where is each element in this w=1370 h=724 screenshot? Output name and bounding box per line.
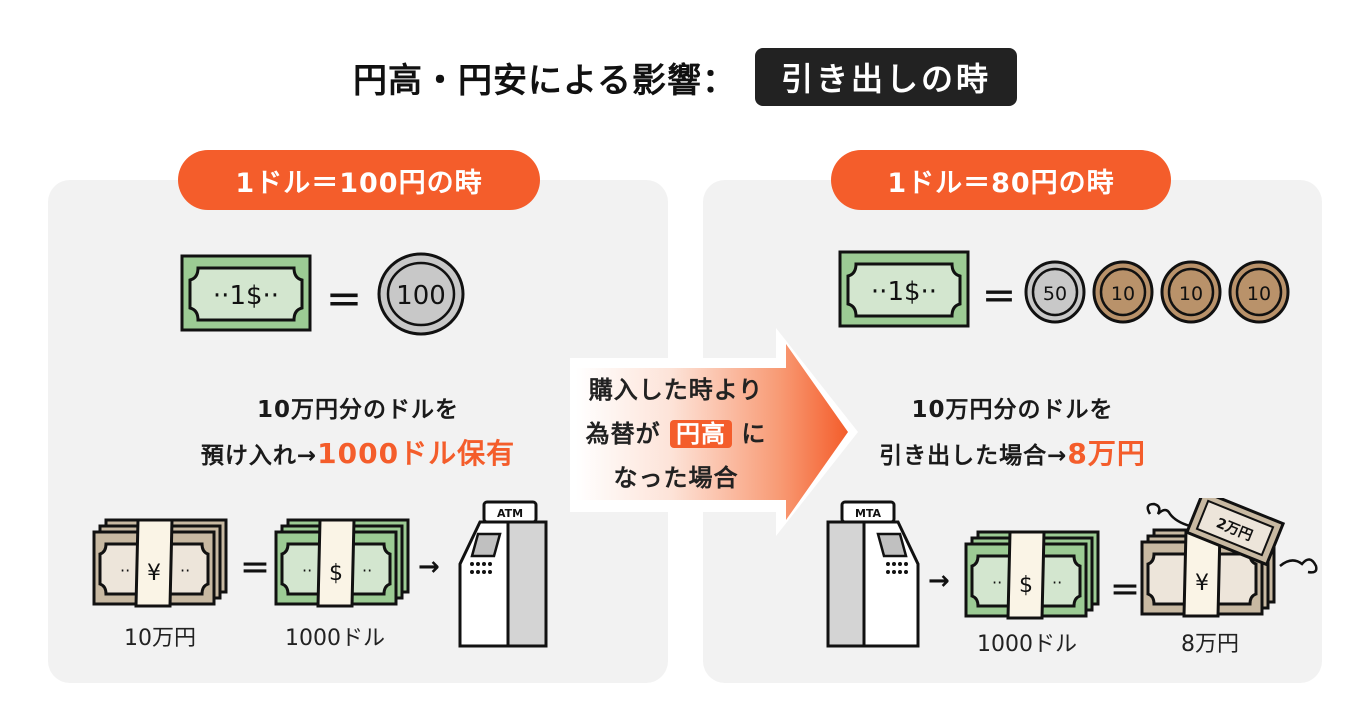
svg-text:¥: ¥ (1195, 571, 1209, 596)
svg-text:50: 50 (1043, 283, 1067, 305)
svg-text:10: 10 (1111, 283, 1135, 305)
deposit-desc-line1: 10万円分のドルを (256, 397, 459, 423)
dollar-stack-icon: $ ·· ·· (274, 518, 410, 608)
holding-amount-highlight: 1000ドル保有 (317, 437, 516, 470)
flow-arrow: → (928, 566, 950, 596)
svg-text:$: $ (1019, 573, 1033, 598)
arrow-caption-line3: なった場合 (613, 464, 739, 492)
dollar-stack-caption: 1000ドル (977, 632, 1077, 657)
svg-text:$: $ (329, 561, 343, 586)
svg-text:··: ·· (120, 561, 130, 580)
coin-10-icon: 10 (1092, 260, 1154, 324)
withdraw-description: 10万円分のドルを 引き出した場合→8万円 (703, 388, 1322, 478)
svg-text:¥: ¥ (147, 561, 161, 586)
title-row: 円高・円安による影響： 引き出しの時 (0, 48, 1370, 106)
dollar-stack-caption: 1000ドル (285, 626, 385, 651)
deposit-desc-prefix: 預け入れ→ (200, 443, 318, 469)
flow-equals-sign: ＝ (240, 552, 270, 587)
withdraw-desc-prefix: 引き出した場合→ (879, 443, 1068, 469)
svg-text:MTA: MTA (855, 507, 882, 520)
atm-mirrored-icon: MTA (826, 500, 920, 648)
atm-icon: ATM (458, 500, 548, 648)
withdraw-desc-line1: 10万円分のドルを (911, 397, 1114, 423)
flow-arrow: → (418, 552, 440, 582)
svg-text:··1$··: ··1$·· (871, 277, 937, 307)
svg-text:··: ·· (362, 561, 372, 580)
svg-text:··: ·· (992, 573, 1002, 592)
header-pill-100yen: 1ドル＝100円の時 (178, 150, 540, 210)
yen-appreciation-tag: 円高 (670, 420, 732, 448)
arrow-caption: 購入した時より 為替が 円高 に なった場合 (566, 368, 786, 500)
withdraw-desc-line2: 引き出した場合→8万円 (703, 432, 1322, 478)
svg-text:··: ·· (302, 561, 312, 580)
coin-10-icon: 10 (1160, 260, 1222, 324)
yen-stack-caption: 10万円 (124, 626, 196, 651)
arrow-caption-suffix: に (741, 420, 767, 448)
svg-text:··: ·· (1052, 573, 1062, 592)
title-tag: 引き出しの時 (754, 48, 1017, 106)
coin-10-icon: 10 (1228, 260, 1290, 324)
dollar-bill-icon: ··1$·· (838, 250, 970, 328)
flow-equals-sign: ＝ (1110, 574, 1140, 609)
deposit-desc-line2: 預け入れ→1000ドル保有 (48, 432, 668, 478)
equals-sign: ＝ (326, 281, 363, 322)
arrow-caption-line1: 購入した時より (588, 376, 764, 404)
withdraw-amount-highlight: 8万円 (1067, 437, 1146, 470)
header-pill-80yen: 1ドル＝80円の時 (831, 150, 1171, 210)
equals-sign: ＝ (982, 278, 1016, 318)
page-title: 円高・円安による影響： (353, 60, 737, 101)
flying-bill-icon: 2万円 (1184, 498, 1286, 567)
yen-stack-with-flying-bill-icon: ¥ 2万円 (1140, 498, 1318, 618)
coins-row: 50 10 10 10 (1024, 260, 1290, 324)
coin-50-icon: 50 (1024, 260, 1086, 324)
svg-text:10: 10 (1179, 283, 1203, 305)
coin-100-icon: 100 (377, 252, 465, 336)
dollar-stack-icon: $ ·· ·· (964, 530, 1100, 620)
yen-stack-caption: 8万円 (1181, 632, 1239, 657)
arrow-caption-prefix: 為替が (585, 420, 661, 448)
svg-text:··: ·· (180, 561, 190, 580)
svg-text:ATM: ATM (497, 507, 523, 520)
svg-text:100: 100 (396, 281, 446, 311)
yen-stack-icon: ¥ ·· ·· (92, 518, 228, 608)
deposit-description: 10万円分のドルを 預け入れ→1000ドル保有 (48, 388, 668, 478)
arrow-caption-line2: 為替が 円高 に (566, 412, 786, 456)
svg-text:10: 10 (1247, 283, 1271, 305)
svg-text:··1$··: ··1$·· (213, 281, 279, 311)
dollar-bill-icon: ··1$·· (180, 254, 312, 332)
